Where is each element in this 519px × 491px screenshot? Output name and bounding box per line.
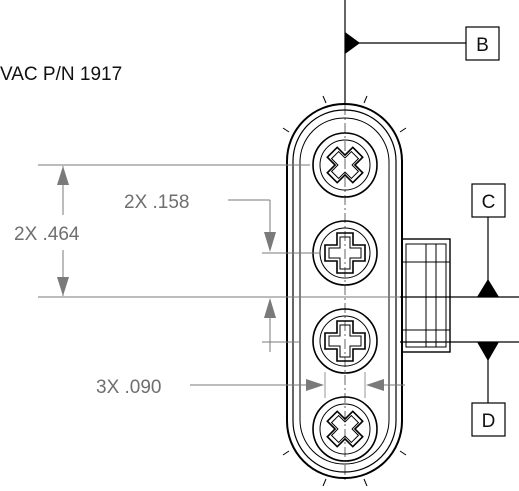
datum-d: D — [471, 342, 506, 437]
dimension-gap: 3X .090 — [96, 372, 405, 398]
datum-plane-lines — [400, 296, 519, 343]
datum-c-label: C — [482, 192, 496, 213]
gap-arrow-right — [366, 379, 384, 391]
datum-c: C — [471, 183, 506, 297]
part-number-title: VAC P/N 1917 — [0, 64, 122, 85]
offset-arrow-top — [264, 232, 276, 252]
pitch-arrow-top — [57, 166, 69, 185]
datum-b-label: B — [476, 35, 489, 56]
offset-arrow-bottom — [264, 298, 276, 318]
dimension-offset-label: 2X .158 — [124, 192, 190, 213]
dimension-pitch: 2X .464 — [14, 164, 400, 298]
datum-d-box — [471, 402, 506, 437]
gap-arrow-left — [306, 379, 324, 391]
dimension-pitch-label: 2X .464 — [14, 224, 80, 245]
dimension-gap-label: 3X .090 — [96, 377, 162, 398]
dimension-offset: 2X .158 — [124, 192, 320, 352]
datum-d-label: D — [482, 411, 496, 432]
datum-c-triangle — [477, 279, 499, 297]
datum-b-triangle — [345, 32, 360, 54]
pitch-arrow-bottom — [57, 277, 69, 296]
datum-c-box — [471, 183, 506, 218]
datum-b-box — [465, 26, 500, 61]
side-latch — [401, 238, 451, 353]
datum-b: B — [344, 0, 500, 105]
datum-d-triangle — [477, 342, 499, 361]
